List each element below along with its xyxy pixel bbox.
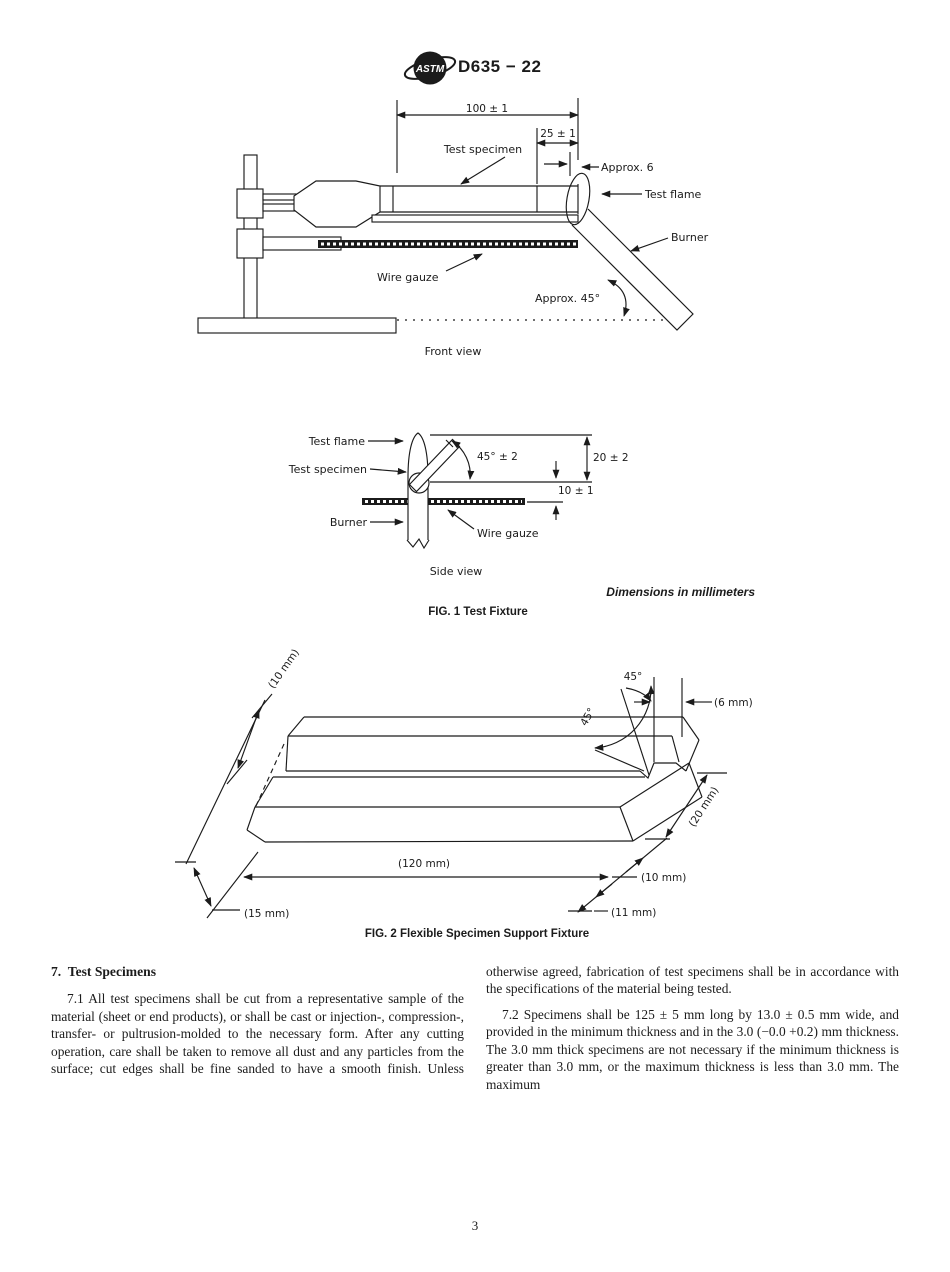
lowerbar-left-edge	[246, 806, 256, 831]
astm-logo-text: ASTM	[415, 64, 445, 75]
test-specimen-label: Test specimen	[288, 463, 367, 476]
dim-10-right-label: (10 mm)	[641, 872, 686, 884]
stand-base	[197, 317, 397, 334]
units-note: Dimensions in millimeters	[606, 585, 755, 599]
angle-arc	[607, 279, 630, 317]
burner-tube	[571, 208, 694, 331]
section-heading: 7. Test Specimens	[51, 964, 156, 979]
dim-15-label: (15 mm)	[244, 908, 289, 920]
test-flame-shape	[565, 172, 591, 226]
text-column-right: otherwise agreed, fabrication of test sp…	[486, 963, 899, 1093]
topbar-left-top	[287, 716, 305, 737]
side-view-drawing: 45° ± 2 20 ± 2 10 ± 1 Test flame Test sp…	[288, 432, 629, 578]
dim-120-label: (120 mm)	[398, 858, 450, 870]
leader-line	[445, 253, 483, 272]
dim-45-label: 45° ± 2	[477, 451, 518, 463]
angle-arc	[451, 440, 475, 480]
paragraph-7-2: 7.2 Specimens shall be 125 ± 5 mm long b…	[486, 1006, 899, 1092]
test-flame-label: Test flame	[308, 435, 366, 448]
side-view-caption: Side view	[430, 565, 483, 578]
leader-line	[447, 509, 475, 530]
fig2-caption: FIG. 2 Flexible Specimen Support Fixture	[365, 928, 589, 940]
dim-10-label: 10 ± 1	[558, 485, 594, 497]
leader-line	[369, 467, 407, 475]
topbar-end-right	[685, 739, 700, 772]
page-number: 3	[471, 1218, 479, 1233]
dim-20-label: (20 mm)	[687, 785, 722, 830]
dim-10-top-label: (10 mm)	[266, 647, 302, 691]
astm-logo: ASTM	[403, 51, 457, 85]
approx-6-label: Approx. 6	[601, 161, 654, 174]
bevel-edge	[594, 749, 645, 772]
specimen-holder-funnel	[293, 180, 381, 228]
front-view-caption: Front view	[425, 345, 482, 358]
paragraph-7-1: 7.1 All test specimens shall be cut from…	[51, 991, 464, 1077]
burner-label: Burner	[330, 516, 368, 529]
dim-15-line	[193, 867, 212, 907]
fig1-caption: FIG. 1 Test Fixture	[428, 606, 527, 618]
text-column-left: 7. Test Specimens 7.1 All test specimens…	[51, 963, 464, 1078]
dim-11-label: (11 mm)	[611, 907, 656, 919]
dim-20-label: 20 ± 2	[593, 452, 629, 464]
arrow	[595, 883, 613, 898]
dim-25-label: 25 ± 1	[540, 128, 576, 140]
wire-gauze-label: Wire gauze	[377, 271, 439, 284]
upper-clamp	[236, 188, 264, 219]
front-view-drawing: 100 ± 1 25 ± 1 Test specimen Approx. 6 T…	[197, 98, 709, 358]
lowerbar-left-bottom	[246, 829, 266, 843]
dim-6-label: (6 mm)	[714, 697, 753, 709]
upper-rod-1	[262, 193, 297, 201]
lowerbar-bottom	[264, 840, 634, 843]
isometric-drawing: 45° 45° (6 mm) (10 mm) (15 mm) (120 mm)	[175, 647, 753, 920]
ext-line	[206, 851, 259, 919]
dim-20-line	[665, 774, 708, 838]
paragraph-7-1-continued: otherwise agreed, fabrication of test sp…	[486, 964, 899, 997]
notch	[639, 762, 687, 779]
leader-line	[630, 237, 669, 252]
dim-45a-label: 45°	[624, 671, 643, 683]
test-specimen-label: Test specimen	[443, 143, 522, 156]
figure-2-support-fixture: 45° 45° (6 mm) (10 mm) (15 mm) (120 mm)	[175, 647, 753, 940]
figure-1-test-fixture: 100 ± 1 25 ± 1 Test specimen Approx. 6 T…	[197, 98, 755, 618]
lowerbar-topface-right	[619, 762, 690, 808]
topbar-end-front	[671, 735, 680, 763]
lowerbar-right-edge	[619, 806, 634, 842]
dim-100-label: 100 ± 1	[466, 103, 508, 115]
dim-45b-label: 45°	[578, 706, 598, 728]
test-flame-label: Test flame	[644, 188, 702, 201]
wire-gauze-label: Wire gauze	[477, 527, 539, 540]
ext-line	[577, 837, 668, 913]
topbar-left-edge	[285, 735, 289, 772]
upper-rod-2	[262, 203, 297, 212]
tick	[251, 693, 273, 719]
hidden-edge	[255, 743, 285, 807]
burner-label: Burner	[671, 231, 709, 244]
arrow	[625, 857, 644, 873]
angle-arc-small	[625, 687, 652, 702]
burner-break	[406, 537, 430, 550]
standard-designation: D635 − 22	[458, 57, 542, 76]
topbar-end-top	[682, 716, 700, 741]
lower-clamp	[236, 228, 264, 259]
approx-45-label: Approx. 45°	[535, 292, 600, 305]
dim-10-top-line	[237, 709, 260, 769]
holder-rail	[371, 214, 579, 223]
leader-line	[460, 156, 506, 185]
